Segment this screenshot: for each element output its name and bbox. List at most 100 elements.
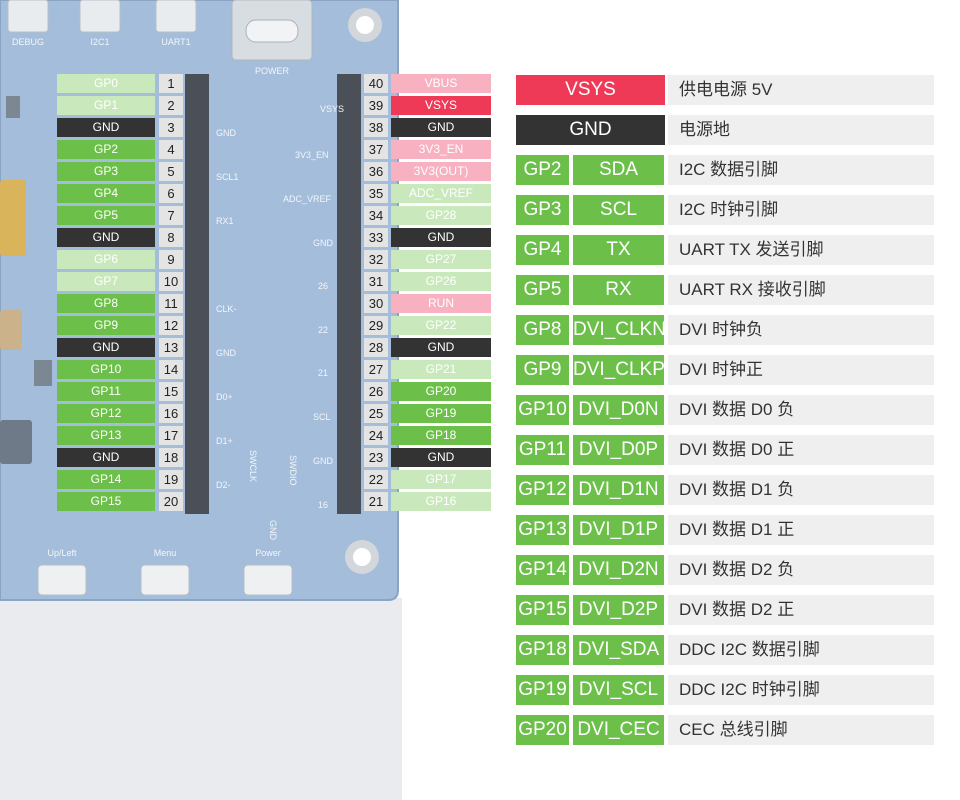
legend-function: SDA [573,155,664,185]
legend-description: DDC I2C 数据引脚 [668,635,934,665]
legend-function: DVI_CLKN [573,315,666,345]
pin-number-right: 25 [364,404,388,423]
pin-number-left: 17 [159,426,183,445]
header-strip-right [337,74,361,514]
component-part-3 [34,360,52,386]
legend-gpio: GP2 [516,155,569,185]
silk-rx1: RX1 [216,216,234,226]
label-i2c1: I2C1 [90,37,109,47]
pin-number-left: 3 [159,118,183,137]
legend-function: DVI_CLKP [573,355,665,385]
pin-number-right: 31 [364,272,388,291]
pin-number-left: 18 [159,448,183,467]
legend-function: DVI_D1P [573,515,664,545]
legend-description: I2C 时钟引脚 [668,195,934,225]
legend-description: DVI 时钟正 [668,355,934,385]
pin-label-right: GP20 [391,382,491,401]
silk-d2: D2- [216,480,231,490]
silk-26: 26 [318,281,328,291]
pin-number-right: 26 [364,382,388,401]
pin-label-left: GND [57,338,155,357]
pin-number-left: 10 [159,272,183,291]
pin-number-right: 40 [364,74,388,93]
pin-label-right: GP18 [391,426,491,445]
silk-swclk: SWCLK [248,450,258,482]
silk-21: 21 [318,368,328,378]
pin-label-left: GP0 [57,74,155,93]
pin-number-right: 39 [364,96,388,115]
silk-gnd-5: GND [268,520,278,541]
pin-label-right: GND [391,338,491,357]
legend-function: RX [573,275,664,305]
pin-number-left: 7 [159,206,183,225]
pin-number-left: 11 [159,294,183,313]
component-part-2 [6,96,20,118]
silk-upleft: Up/Left [47,548,77,558]
connector-uart1 [155,0,197,33]
legend-gpio: GP11 [516,435,569,465]
legend-function: DVI_SCL [573,675,664,705]
pin-number-right: 33 [364,228,388,247]
silk-d0: D0+ [216,392,233,402]
silk-clk: CLK- [216,304,237,314]
label-debug: DEBUG [12,37,44,47]
pin-label-left: GP4 [57,184,155,203]
legend-gpio: GP5 [516,275,569,305]
pin-label-right: VBUS [391,74,491,93]
silk-22: 22 [318,325,328,335]
pin-label-right: GP17 [391,470,491,489]
legend-description: 电源地 [668,115,934,145]
pin-number-left: 19 [159,470,183,489]
pin-label-right: GP16 [391,492,491,511]
legend-gpio: GP12 [516,475,569,505]
legend-description: DVI 时钟负 [668,315,934,345]
legend-function: SCL [573,195,664,225]
legend-description: DVI 数据 D2 正 [668,595,934,625]
pin-label-left: GP6 [57,250,155,269]
pin-label-left: GP11 [57,382,155,401]
button-menu [140,564,190,596]
silk-scl: SCL [313,412,331,422]
pin-number-left: 16 [159,404,183,423]
legend-function: DVI_CEC [573,715,664,745]
pin-number-left: 2 [159,96,183,115]
pin-label-right: GP27 [391,250,491,269]
silk-gnd-2: GND [313,238,334,248]
legend-function: TX [573,235,664,265]
pin-label-right: GP21 [391,360,491,379]
legend-gpio: GP18 [516,635,569,665]
silk-vsys: VSYS [320,104,344,114]
silk-power: Power [255,548,281,558]
pin-label-right: 3V3_EN [391,140,491,159]
silk-gnd-4: GND [313,456,334,466]
silk-gnd-1: GND [216,128,237,138]
label-uart1: UART1 [161,37,190,47]
pin-number-right: 37 [364,140,388,159]
pin-label-right: ADC_VREF [391,184,491,203]
legend-description: CEC 总线引脚 [668,715,934,745]
legend-pin: GND [516,115,665,145]
pin-label-right: VSYS [391,96,491,115]
legend-description: DVI 数据 D0 正 [668,435,934,465]
legend-pin: VSYS [516,75,665,105]
